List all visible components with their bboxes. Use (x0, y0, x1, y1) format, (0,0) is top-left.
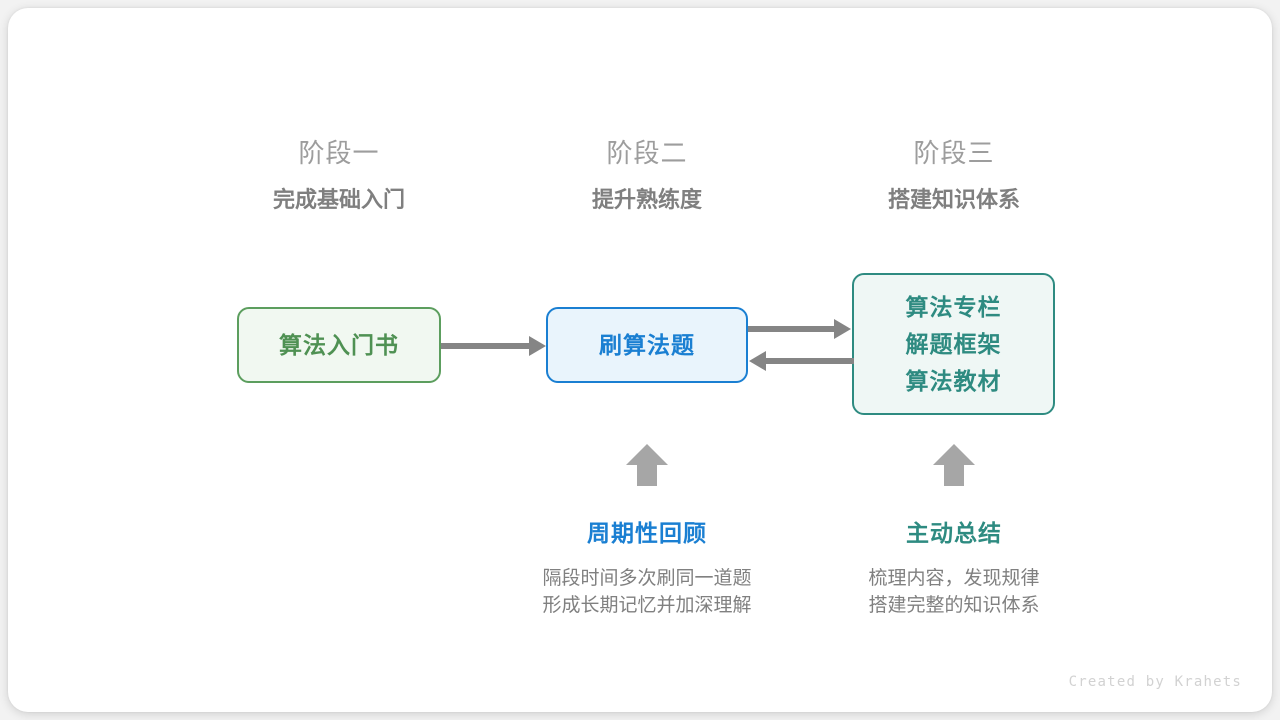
note-description-line: 梳理内容，发现规律 (868, 568, 1040, 589)
note-active-summary: 主动总结 梳理内容，发现规律 搭建完整的知识体系 (804, 518, 1104, 619)
stage-title: 阶段一 (298, 138, 380, 168)
note-title: 周期性回顾 (587, 520, 707, 546)
note-title: 主动总结 (906, 520, 1002, 546)
note-description-line: 搭建完整的知识体系 (868, 595, 1040, 616)
stage-title: 阶段三 (913, 138, 995, 168)
footer-credit: Created by Krahets (1068, 674, 1242, 690)
note-description: 梳理内容，发现规律 搭建完整的知识体系 (804, 565, 1104, 619)
node-algorithm-intro-book[interactable]: 算法入门书 (237, 307, 441, 383)
stage-subtitle: 搭建知识体系 (887, 187, 1020, 212)
node-label: 解题框架 (905, 330, 1002, 357)
stage-subtitle: 完成基础入门 (272, 187, 405, 212)
stage-title: 阶段二 (606, 138, 688, 168)
connector-resource-to-practice (748, 351, 854, 371)
connector-practice-to-resource (748, 319, 854, 339)
stage-header-3: 阶段三 搭建知识体系 (824, 136, 1084, 216)
up-arrow-icon (930, 440, 978, 488)
stage-header-2: 阶段二 提升熟练度 (517, 136, 777, 216)
arrow-head-left-icon (749, 351, 766, 371)
arrow-head-right-icon (529, 336, 546, 356)
note-description-line: 形成长期记忆并加深理解 (542, 595, 752, 616)
connector-book-to-practice (441, 336, 546, 359)
node-label: 刷算法题 (599, 331, 695, 358)
node-label: 算法入门书 (279, 331, 399, 358)
arrow-shaft (748, 326, 836, 332)
arrow-head-right-icon (834, 319, 851, 339)
node-practice-problems[interactable]: 刷算法题 (546, 307, 748, 383)
up-arrow-icon (623, 440, 671, 488)
stage-subtitle: 提升熟练度 (591, 187, 702, 212)
stage-header-1: 阶段一 完成基础入门 (209, 136, 469, 216)
diagram-card: 阶段一 完成基础入门 阶段二 提升熟练度 阶段三 搭建知识体系 算法入门书 刷算… (8, 8, 1272, 712)
node-label: 算法教材 (905, 367, 1002, 394)
node-knowledge-resources[interactable]: 算法专栏 解题框架 算法教材 (852, 273, 1055, 415)
note-description-line: 隔段时间多次刷同一道题 (542, 568, 752, 589)
arrow-shaft (766, 358, 854, 364)
node-label: 算法专栏 (905, 293, 1002, 320)
note-description: 隔段时间多次刷同一道题 形成长期记忆并加深理解 (497, 565, 797, 619)
note-periodic-review: 周期性回顾 隔段时间多次刷同一道题 形成长期记忆并加深理解 (497, 518, 797, 619)
arrow-shaft (441, 343, 531, 349)
